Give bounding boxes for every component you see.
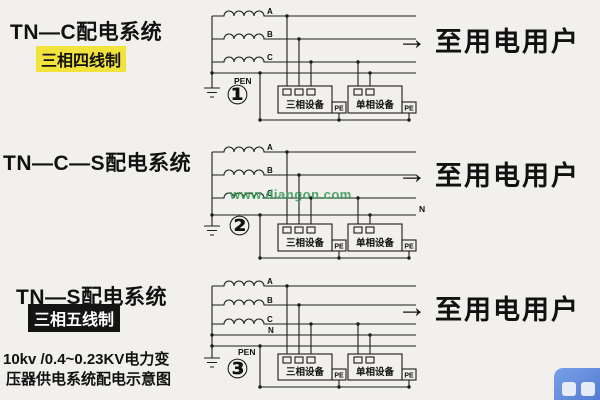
phase-c-label: C	[267, 53, 273, 62]
junction-dots	[210, 14, 411, 122]
single-phase-device-label: 单相设备	[356, 237, 395, 249]
to-users-label: 至用电用户	[435, 27, 580, 57]
pe-label: PE	[334, 373, 344, 380]
caption-line-2: 压器供电系统配电示意图	[6, 371, 172, 388]
coil-phase-c	[212, 192, 416, 199]
coil-phase-b	[212, 33, 416, 40]
section2-users: → 至用电用户	[397, 154, 580, 193]
coil-phase-c	[212, 318, 416, 325]
logo-glyph	[581, 382, 595, 396]
coil-phase-b	[212, 169, 416, 176]
phase-a-label: A	[267, 277, 273, 286]
single-phase-device-label: 单相设备	[356, 99, 395, 111]
circuit-diagram-tn-s: A B C N PEN 三相设备 单相设备 PE PE	[204, 277, 417, 389]
phase-c-label: C	[267, 189, 273, 198]
ground-symbol	[204, 87, 220, 98]
section3-subtitle: 三相五线制	[28, 304, 121, 332]
wires	[204, 280, 417, 388]
wires	[204, 10, 417, 121]
pe-label: PE	[334, 244, 344, 251]
to-users-label: 至用电用户	[435, 161, 580, 191]
coil-phase-a	[212, 146, 416, 153]
corner-logo-watermark	[554, 368, 600, 400]
coil-phase-b	[212, 299, 416, 306]
circuit-diagram-tn-c-s: A B C N 三相设备 单相设备 PE PE	[204, 143, 425, 260]
section1-subtitle: 三相四线制	[36, 46, 127, 72]
right-arrow-icon: →	[397, 290, 427, 324]
coil-phase-a	[212, 10, 416, 17]
phase-b-label: B	[267, 166, 273, 175]
section2-number: ②	[228, 211, 251, 241]
site-watermark: www.diangon.com	[230, 187, 352, 202]
three-phase-device-label: 三相设备	[286, 366, 325, 378]
section3-users: → 至用电用户	[397, 288, 580, 327]
single-phase-device-box	[347, 223, 403, 252]
single-phase-device-box	[347, 85, 403, 114]
phase-b-label: B	[267, 30, 273, 39]
three-phase-device-box	[277, 223, 333, 252]
section2-title: TN—C—S配电系统	[3, 152, 192, 175]
single-phase-device-box	[347, 353, 403, 381]
ground-symbol	[204, 225, 220, 236]
pe-tab	[401, 101, 417, 114]
pe-label: PE	[334, 106, 344, 113]
phase-a-label: A	[267, 7, 273, 16]
ground-symbol	[204, 357, 220, 368]
junction-dots	[210, 150, 411, 260]
section1-title: TN—C配电系统	[10, 21, 163, 44]
single-phase-device-label: 单相设备	[356, 366, 395, 378]
pen-label: PEN	[238, 347, 255, 357]
logo-glyph	[562, 382, 576, 396]
circuit-diagram-tn-c: A B C PEN 三相设备 单相设备 PE PE	[204, 7, 417, 122]
pe-tab	[331, 239, 347, 252]
pe-label: PE	[404, 244, 414, 251]
three-phase-device-label: 三相设备	[286, 99, 325, 111]
three-phase-device-box	[277, 353, 333, 381]
section1-number: ①	[226, 80, 249, 110]
pen-label: PEN	[234, 76, 251, 86]
pe-tab	[331, 368, 347, 381]
section3-number: ③	[226, 354, 249, 384]
junction-dots	[210, 284, 411, 389]
three-phase-device-box	[277, 85, 333, 114]
wires	[204, 146, 417, 259]
phase-c-label: C	[267, 315, 273, 324]
caption-line-1: 10kv /0.4~0.23KV电力变	[3, 351, 170, 368]
pe-tab	[401, 239, 417, 252]
pe-label: PE	[404, 106, 414, 113]
pe-tab	[331, 101, 347, 114]
neutral-label: N	[419, 204, 425, 214]
section3-title: TN—S配电系统	[16, 286, 167, 309]
pe-tab	[401, 368, 417, 381]
to-users-label: 至用电用户	[435, 295, 580, 325]
section1-users: → 至用电用户	[397, 20, 580, 59]
coil-phase-a	[212, 280, 416, 287]
pe-label: PE	[404, 373, 414, 380]
pe-wire	[259, 215, 410, 259]
right-arrow-icon: →	[397, 22, 427, 56]
phase-a-label: A	[267, 143, 273, 152]
three-phase-device-label: 三相设备	[286, 237, 325, 249]
coil-phase-c	[212, 56, 416, 63]
neutral-label: N	[268, 326, 274, 335]
phase-b-label: B	[267, 296, 273, 305]
right-arrow-icon: →	[397, 156, 427, 190]
